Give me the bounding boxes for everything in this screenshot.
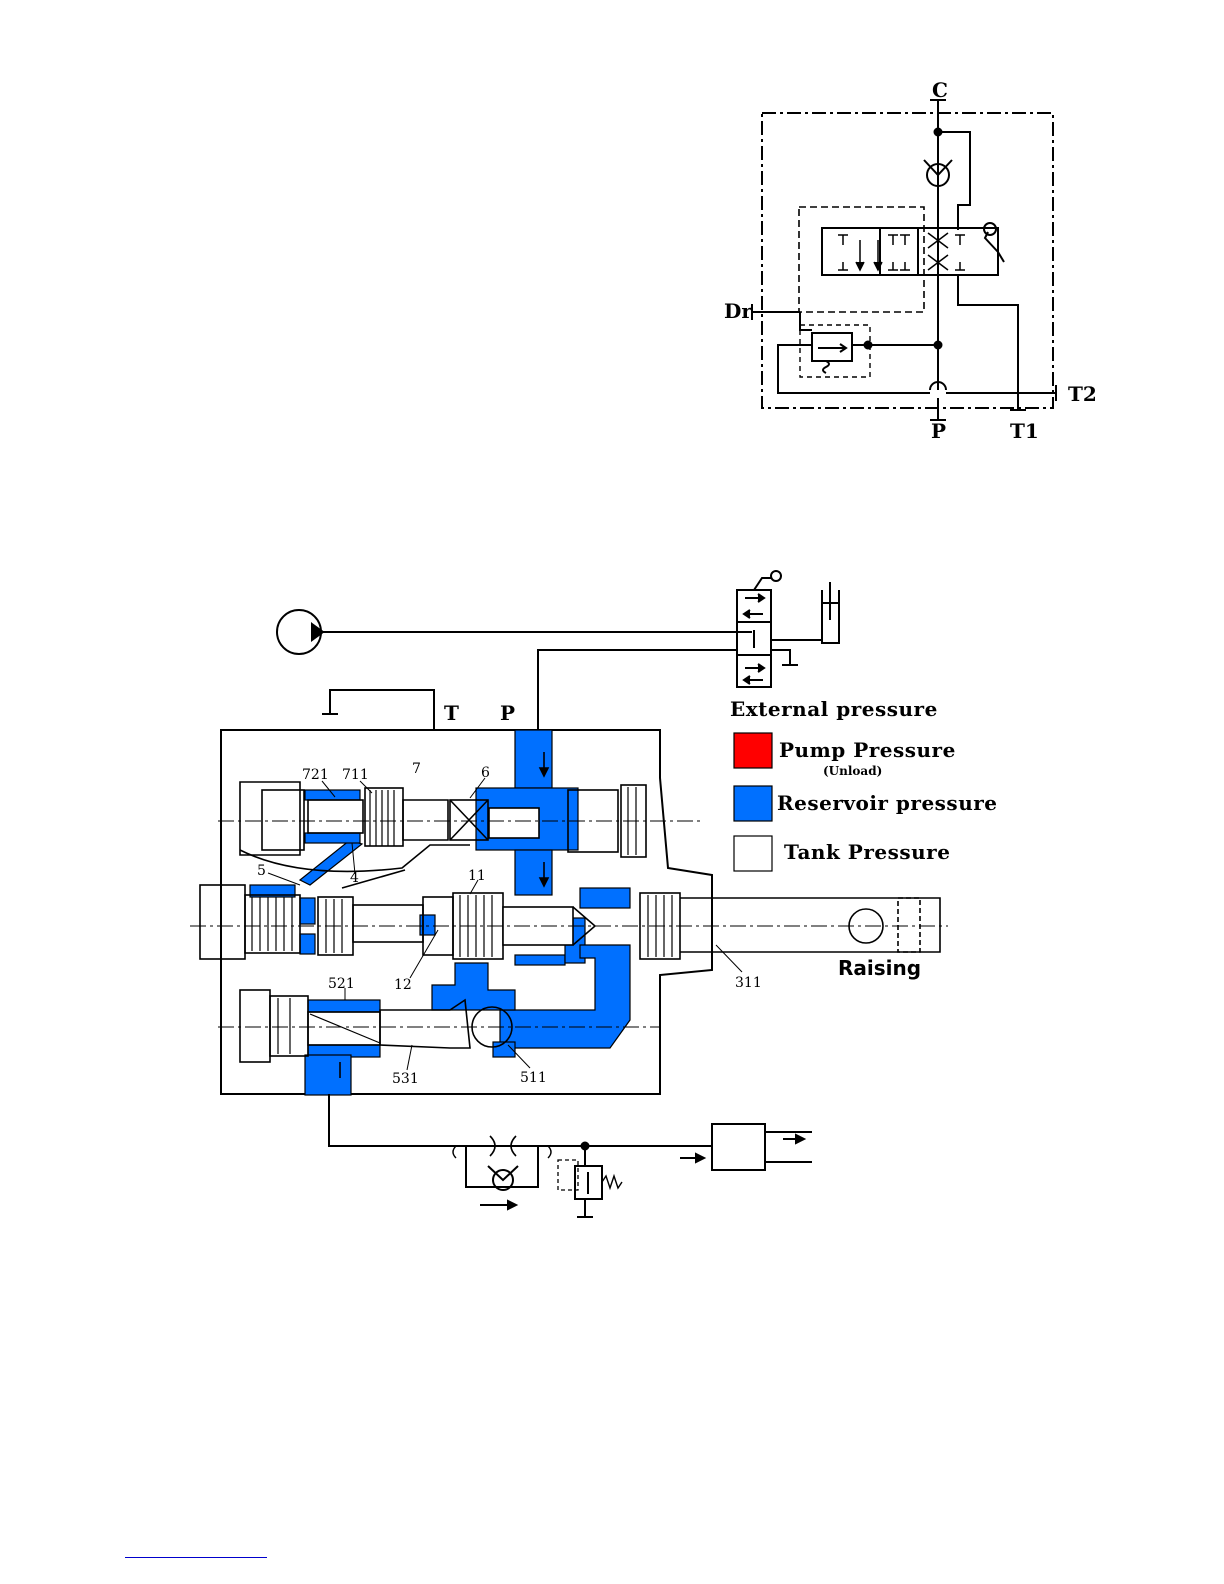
port-p-section-label: P xyxy=(500,701,515,725)
cylinder-symbol xyxy=(712,1124,765,1170)
hydraulic-schematic xyxy=(752,100,1056,420)
callout-12: 12 xyxy=(394,977,412,993)
legend-label-tank: Tank Pressure xyxy=(784,840,950,864)
callout-5: 5 xyxy=(257,863,266,879)
callout-521: 521 xyxy=(328,976,355,992)
callout-311: 311 xyxy=(735,975,762,991)
legend: External pressure Pump Pressure (Unload)… xyxy=(730,697,998,871)
port-t1-label: T1 xyxy=(1010,419,1039,443)
port-c-label: C xyxy=(932,78,948,102)
legend-label-pump: Pump Pressure xyxy=(779,738,956,762)
port-dr-label: Dr xyxy=(724,299,752,323)
legend-sublabel-pump: (Unload) xyxy=(823,764,882,778)
port-t2-label: T2 xyxy=(1068,382,1097,406)
callout-11: 11 xyxy=(468,868,486,884)
legend-swatch-reservoir xyxy=(734,786,772,821)
callout-7: 7 xyxy=(412,761,421,777)
schematic-boundary xyxy=(762,113,1053,408)
footer-rule xyxy=(125,1557,267,1558)
callout-511: 511 xyxy=(520,1070,547,1086)
callout-6: 6 xyxy=(481,765,490,781)
legend-label-reservoir: Reservoir pressure xyxy=(777,791,998,815)
port-p-label: P xyxy=(931,419,946,443)
callout-721: 721 xyxy=(302,767,329,783)
legend-title: External pressure xyxy=(730,697,938,721)
callout-531: 531 xyxy=(392,1071,419,1087)
lower-circuit xyxy=(329,1094,812,1217)
legend-swatch-tank xyxy=(734,836,772,871)
port-t-label: T xyxy=(444,701,459,725)
valve-cross-section xyxy=(190,730,948,1095)
callout-711: 711 xyxy=(342,767,369,783)
legend-swatch-pump xyxy=(734,733,772,768)
callout-4: 4 xyxy=(350,870,359,886)
raising-label: Raising xyxy=(838,956,921,980)
